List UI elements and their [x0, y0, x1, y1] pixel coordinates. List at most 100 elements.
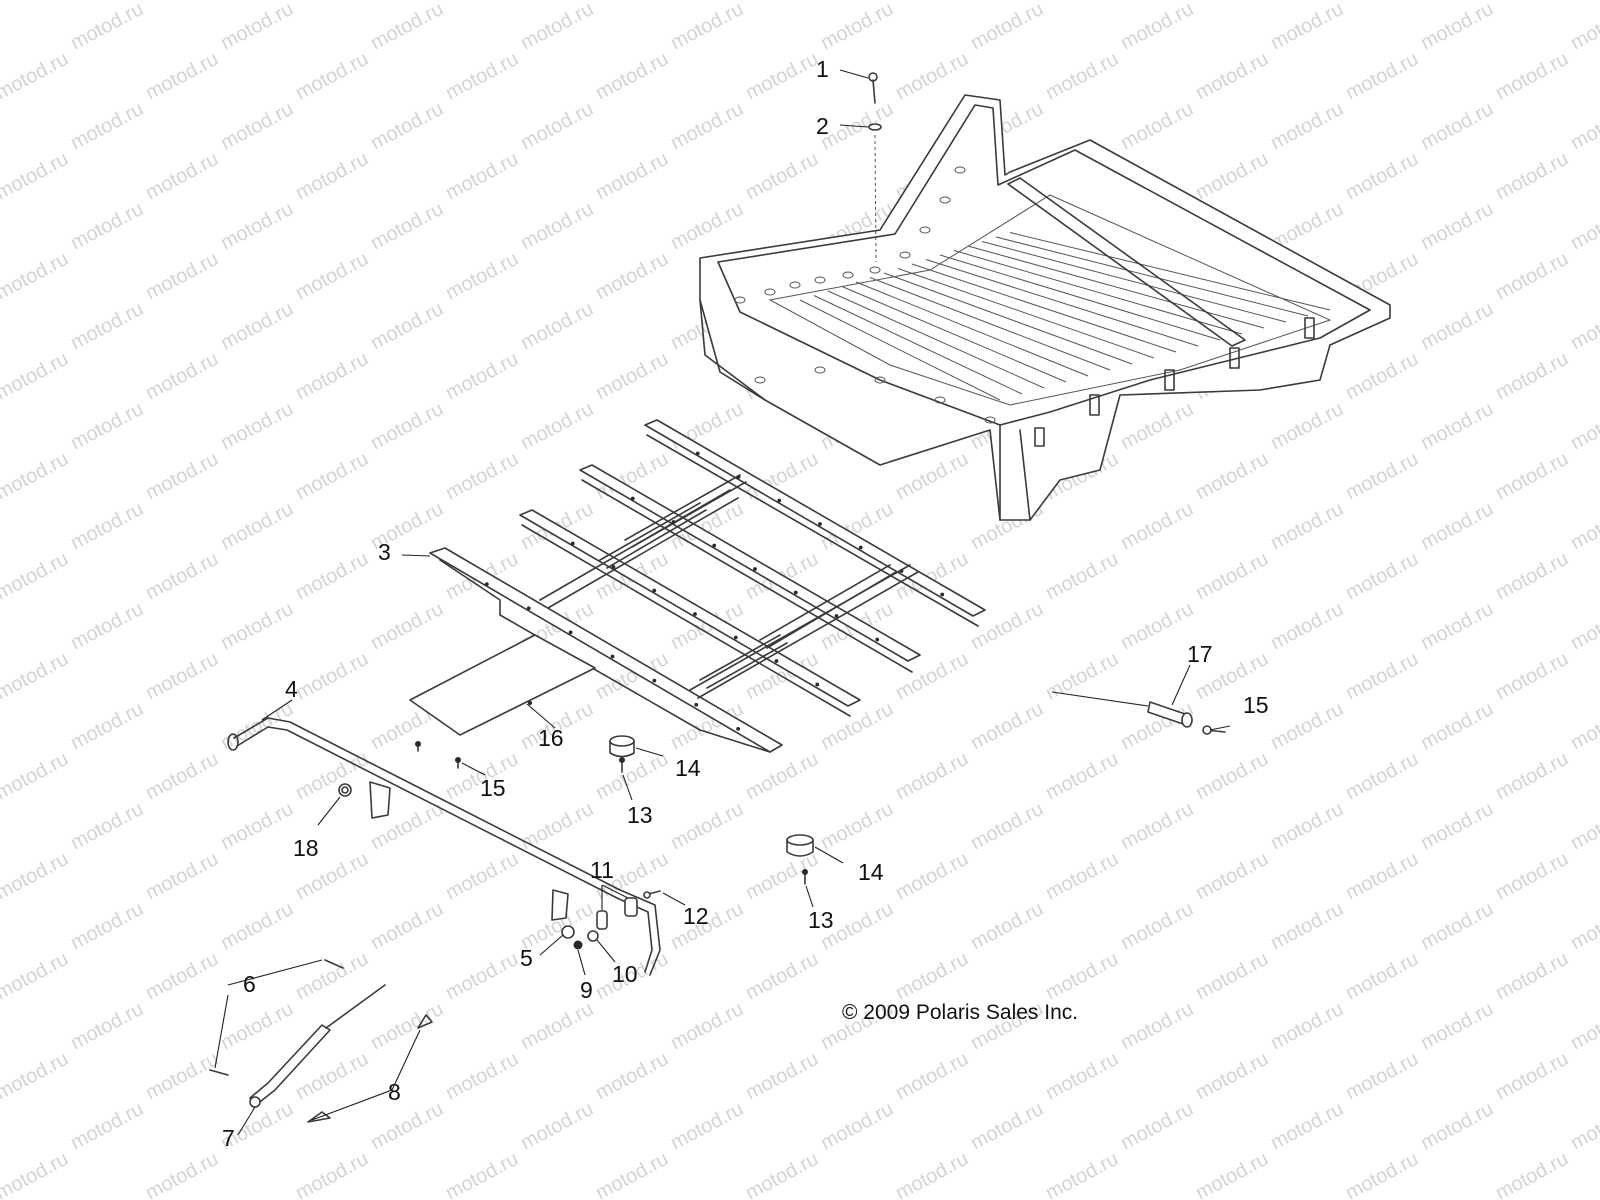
watermark-text: motod.ru	[142, 848, 222, 904]
watermark-text: motod.ru	[1042, 748, 1122, 804]
callout-14: 14	[675, 755, 701, 781]
watermark-text: motod.ru	[1192, 448, 1272, 504]
watermark-text: motod.ru	[892, 1148, 972, 1200]
watermark-text: motod.ru	[217, 98, 297, 154]
watermark-text: motod.ru	[1567, 498, 1600, 554]
rail-hole	[815, 682, 820, 687]
floor-rib	[869, 277, 1111, 371]
watermark-text: motod.ru	[67, 898, 147, 954]
watermark-text: motod.ru	[1342, 748, 1422, 804]
hardware	[209, 72, 1226, 1123]
watermark-text: motod.ru	[1117, 798, 1197, 854]
watermark-text: motod.ru	[667, 398, 747, 454]
watermark-text: motod.ru	[1342, 848, 1422, 904]
watermark-text: motod.ru	[142, 148, 222, 204]
watermark-text: motod.ru	[667, 0, 747, 54]
callout-12: 12	[683, 903, 709, 929]
watermark-text: motod.ru	[0, 1048, 72, 1104]
watermark-text: motod.ru	[292, 948, 372, 1004]
callout-2: 2	[816, 113, 829, 139]
watermark-text: motod.ru	[1342, 48, 1422, 104]
callout-6: 6	[243, 971, 256, 997]
watermark-text: motod.ru	[592, 0, 672, 4]
watermark-text: motod.ru	[1567, 698, 1600, 754]
watermark-text: motod.ru	[1267, 1098, 1347, 1154]
watermark-text: motod.ru	[592, 1048, 672, 1104]
watermark-text: motod.ru	[67, 98, 147, 154]
watermark-text: motod.ru	[1417, 698, 1497, 754]
watermark-text: motod.ru	[1492, 548, 1572, 604]
watermark-text: motod.ru	[592, 1148, 672, 1200]
rim-hole	[754, 376, 766, 384]
watermark-text: motod.ru	[0, 448, 72, 504]
watermark-text: motod.ru	[0, 48, 72, 104]
watermark-text: motod.ru	[142, 1048, 222, 1104]
watermark-text: motod.ru	[1342, 1148, 1422, 1200]
watermark-text: motod.ru	[667, 798, 747, 854]
watermark-text: motod.ru	[1342, 148, 1422, 204]
watermark-text: motod.ru	[1267, 98, 1347, 154]
watermark-text: motod.ru	[1042, 848, 1122, 904]
watermark-text: motod.ru	[367, 298, 447, 354]
watermark-text: motod.ru	[1117, 1098, 1197, 1154]
watermark-text: motod.ru	[1192, 1048, 1272, 1104]
watermark-text: motod.ru	[67, 398, 147, 454]
rail-hole	[570, 541, 575, 546]
rail-hole	[736, 475, 741, 479]
watermark-text: motod.ru	[0, 1148, 72, 1200]
watermark-text: motod.ru	[142, 448, 222, 504]
floor-rib	[897, 268, 1155, 359]
callout-7: 7	[222, 1125, 235, 1151]
watermark-text: motod.ru	[517, 398, 597, 454]
rail-hole	[899, 569, 904, 573]
callout-10: 10	[612, 961, 638, 987]
watermark-text: motod.ru	[142, 348, 222, 404]
watermark-text: motod.ru	[667, 98, 747, 154]
cargo-box	[699, 94, 1391, 521]
watermark-text: motod.ru	[892, 848, 972, 904]
watermark-text: motod.ru	[1417, 98, 1497, 154]
watermark-text: motod.ru	[1117, 898, 1197, 954]
tailgate-support-bar	[227, 717, 661, 976]
watermark-text: motod.ru	[892, 0, 972, 4]
watermark-text: motod.ru	[742, 848, 822, 904]
watermark-text: motod.ru	[1417, 298, 1497, 354]
rim-hole	[954, 166, 966, 174]
watermark-text: motod.ru	[1567, 798, 1600, 854]
watermark-text: motod.ru	[292, 748, 372, 804]
watermark-text: motod.ru	[817, 798, 897, 854]
watermark-text: motod.ru	[0, 348, 72, 404]
watermark-text: motod.ru	[367, 0, 447, 54]
rim-hole	[934, 396, 946, 404]
watermark-text: motod.ru	[742, 0, 822, 4]
watermark-text: motod.ru	[1342, 648, 1422, 704]
callouts: 1 2 3 4 5 6 7 8 9 10 11 12 13 13 14 14 1…	[222, 56, 1269, 1151]
rim-hole	[984, 416, 996, 424]
watermark-text: motod.ru	[1567, 198, 1600, 254]
watermark-text: motod.ru	[292, 0, 372, 4]
rail-hole	[526, 606, 531, 611]
watermark-text: motod.ru	[442, 348, 522, 404]
watermark-text: motod.ru	[1342, 448, 1422, 504]
watermark-text: motod.ru	[1492, 648, 1572, 704]
rim-hole	[869, 266, 881, 274]
watermark-text: motod.ru	[0, 748, 72, 804]
watermark-text: motod.ru	[1417, 898, 1497, 954]
callout-15b: 15	[1243, 692, 1269, 718]
watermark-text: motod.ru	[1342, 0, 1422, 4]
watermark-text: motod.ru	[517, 1098, 597, 1154]
watermark-text: motod.ru	[967, 898, 1047, 954]
watermark-text: motod.ru	[1492, 1148, 1572, 1200]
watermark-text: motod.ru	[1117, 0, 1197, 54]
watermark-text: motod.ru	[1342, 348, 1422, 404]
watermark-text: motod.ru	[217, 198, 297, 254]
watermark-text: motod.ru	[1192, 848, 1272, 904]
watermark-text: motod.ru	[67, 998, 147, 1054]
rim-hole	[814, 276, 826, 284]
floor-rib	[939, 254, 1221, 341]
watermark-text: motod.ru	[1492, 848, 1572, 904]
rim-hole	[764, 288, 776, 296]
watermark-text: motod.ru	[292, 248, 372, 304]
watermark-text: motod.ru	[1567, 0, 1600, 54]
